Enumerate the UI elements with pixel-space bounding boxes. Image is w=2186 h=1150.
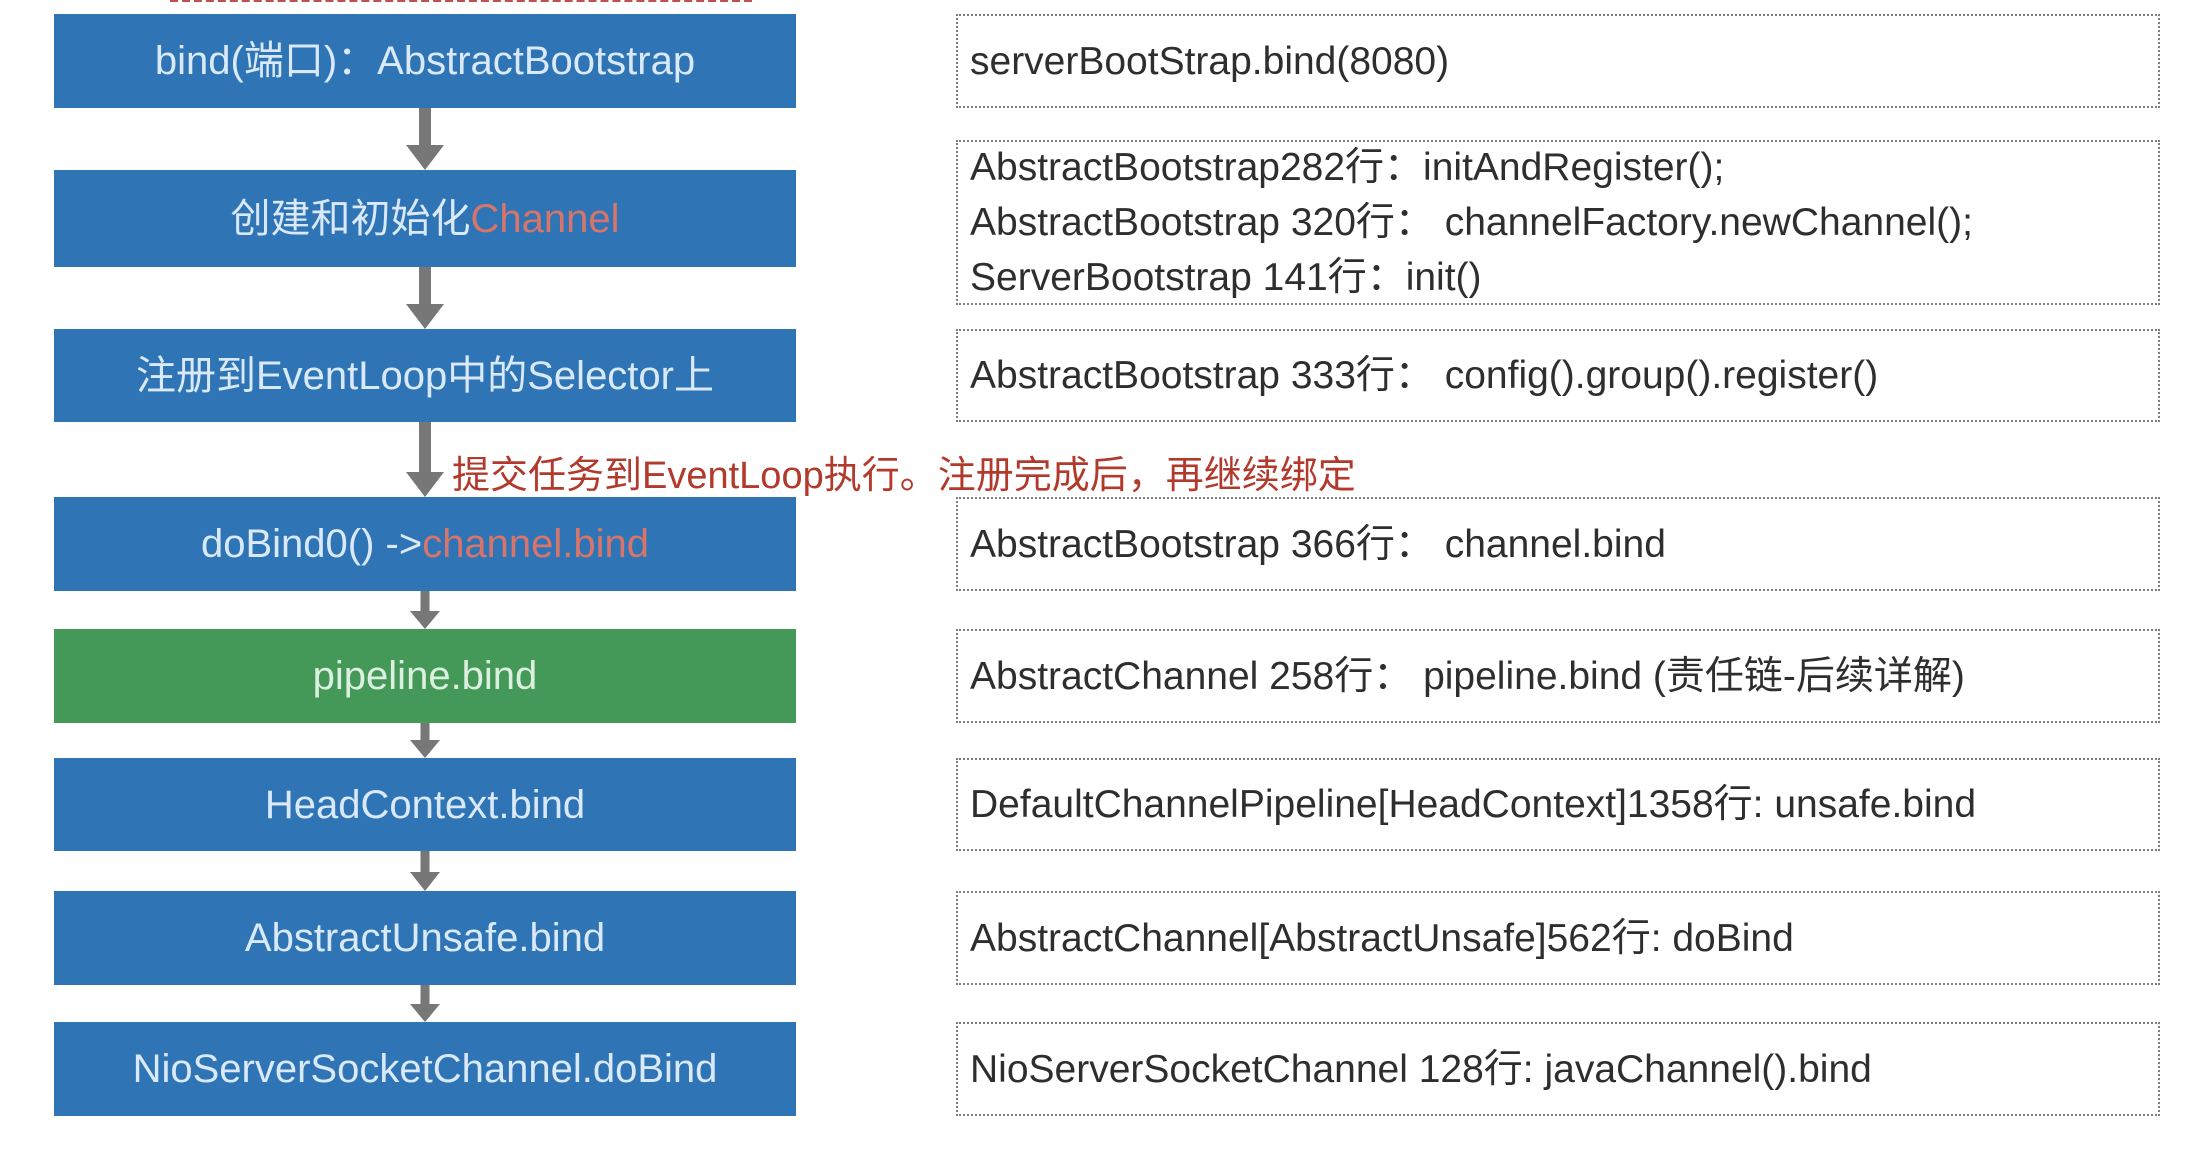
flow-step-label: 创建和初始化 [230,196,471,241]
note-serverbootstrap-bind: serverBootStrap.bind(8080) [956,14,2160,108]
flow-step-pipeline-bind: pipeline.bind [54,629,796,723]
arrow-down-icon [406,108,444,170]
cropped-dashed-remnant [170,0,752,2]
flow-step-label: doBind0() -> [200,522,423,566]
flow-step-label: NioServerSocketChannel.doBind [132,1047,718,1091]
note-line: ServerBootstrap 141行：init() [970,256,1482,299]
flow-step-label: 注册到EventLoop中的Selector上 [135,353,714,398]
flow-step-label: pipeline.bind [312,654,538,698]
note-init-and-register: AbstractBootstrap282行：initAndRegister();… [956,140,2160,305]
note-group-register: AbstractBootstrap 333行： config().group()… [956,329,2160,422]
note-line: AbstractChannel[AbstractUnsafe]562行: doB… [970,916,1794,960]
arrow-down-icon [410,851,440,891]
arrow-down-icon [406,422,444,497]
note-channel-bind: AbstractBootstrap 366行： channel.bind [956,497,2160,591]
flow-step-register-selector: 注册到EventLoop中的Selector上 [54,329,796,422]
note-pipeline-bind: AbstractChannel 258行： pipeline.bind (责任链… [956,629,2160,723]
note-line: AbstractChannel 258行： pipeline.bind (责任链… [970,654,1965,698]
arrow-down-icon [410,591,440,629]
note-line: serverBootStrap.bind(8080) [970,39,1450,83]
flow-step-highlight: Channel [470,196,620,241]
flow-step-label: HeadContext.bind [264,782,586,827]
flow-step-label: AbstractUnsafe.bind [244,916,606,960]
note-unsafe-bind: DefaultChannelPipeline[HeadContext]1358行… [956,758,2160,851]
note-line: AbstractBootstrap 366行： channel.bind [970,522,1666,566]
flow-step-bind-port: bind(端口)：AbstractBootstrap [54,14,796,108]
note-line: NioServerSocketChannel 128行: javaChannel… [970,1047,1872,1091]
flow-step-abstractunsafe-bind: AbstractUnsafe.bind [54,891,796,985]
arrow-down-icon [410,723,440,758]
note-dobind: AbstractChannel[AbstractUnsafe]562行: doB… [956,891,2160,985]
arrow-down-icon [410,985,440,1022]
note-line: DefaultChannelPipeline[HeadContext]1358行… [970,783,1977,826]
note-javachannel-bind: NioServerSocketChannel 128行: javaChannel… [956,1022,2160,1116]
flow-step-label: bind(端口)：AbstractBootstrap [154,39,696,83]
note-line: AbstractBootstrap282行：initAndRegister(); [970,146,1725,189]
note-line: AbstractBootstrap 333行： config().group()… [970,354,1879,397]
flow-step-highlight: channel.bind [422,522,650,566]
flow-step-headcontext-bind: HeadContext.bind [54,758,796,851]
flow-step-dobind0: doBind0() -> channel.bind [54,497,796,591]
flow-step-niochannel-dobind: NioServerSocketChannel.doBind [54,1022,796,1116]
arrow-down-icon [406,267,444,329]
arrow-annotation: 提交任务到EventLoop执行。注册完成后，再继续绑定 [452,455,1356,497]
note-line: AbstractBootstrap 320行： channelFactory.n… [970,201,1973,244]
